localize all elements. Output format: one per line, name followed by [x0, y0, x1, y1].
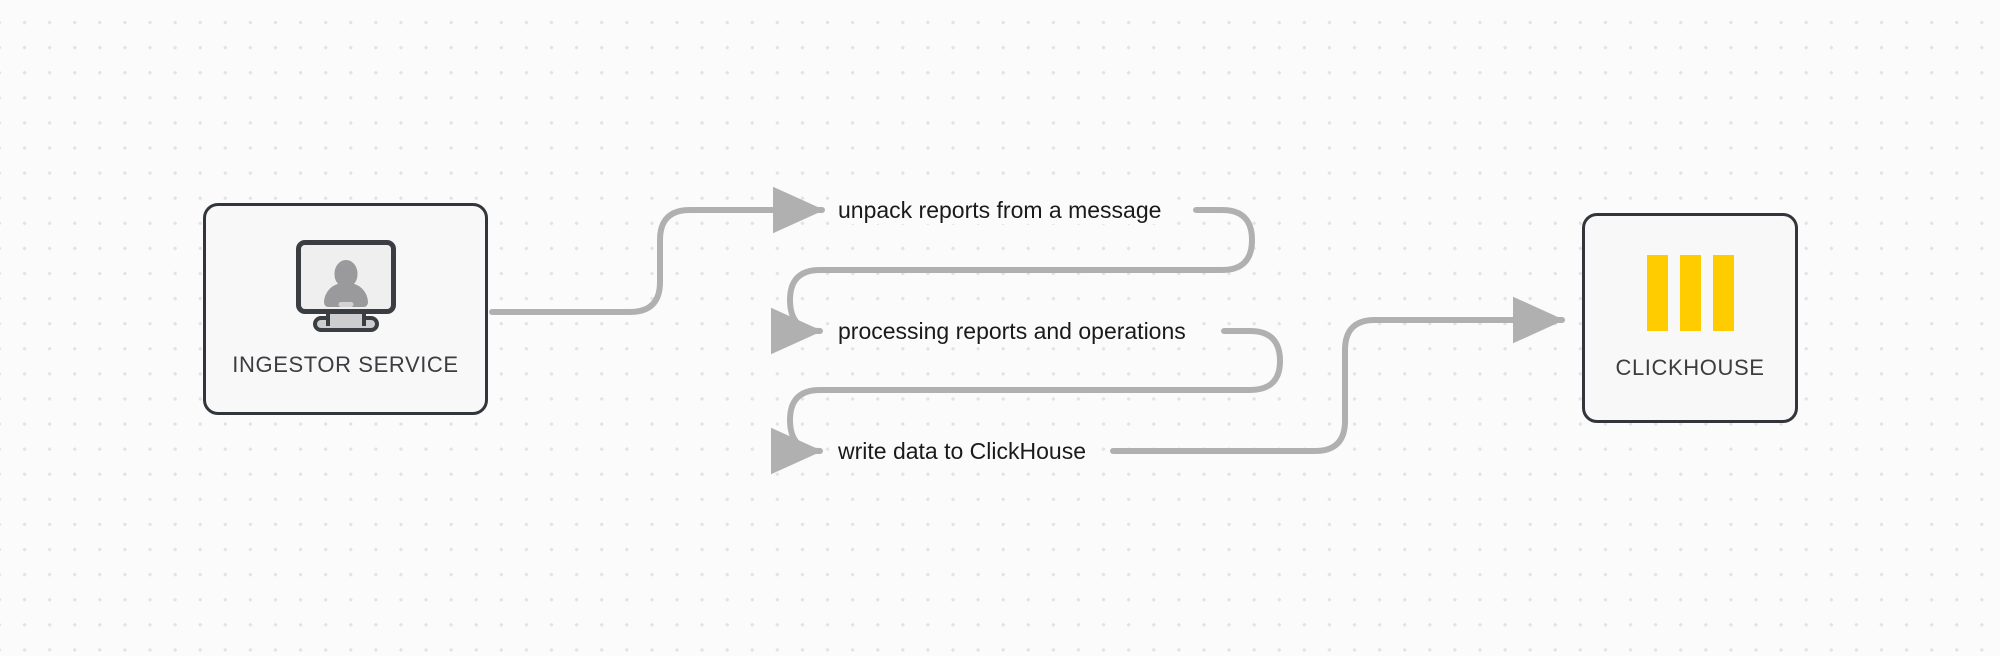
monitor-screen: [295, 240, 396, 314]
clickhouse-bar-1: [1646, 255, 1668, 331]
edge-label-unpack-reports: unpack reports from a message: [833, 196, 1167, 224]
monitor-user-icon: [294, 240, 398, 332]
edge-ingestor-to-step1: [489, 186, 825, 315]
node-ingestor-service[interactable]: INGESTOR SERVICE: [203, 203, 488, 415]
avatar-head: [334, 260, 357, 287]
node-clickhouse-label: CLICKHOUSE: [1615, 355, 1765, 380]
edge-label-processing-reports: processing reports and operations: [833, 317, 1191, 345]
edge-step1-to-step2: [770, 207, 1256, 355]
node-ingestor-label: INGESTOR SERVICE: [232, 352, 459, 377]
clickhouse-bar-2: [1679, 255, 1701, 331]
edge-step3-to-clickhouse: [1110, 296, 1565, 454]
edge-step2-to-step3: [770, 328, 1284, 475]
clickhouse-bars-icon: [1646, 255, 1734, 331]
clickhouse-bar-3: [1712, 255, 1734, 331]
node-clickhouse[interactable]: CLICKHOUSE: [1582, 213, 1798, 423]
monitor-neck: [325, 310, 366, 326]
edge-label-write-data: write data to ClickHouse: [833, 437, 1091, 465]
monitor-notch: [338, 302, 353, 307]
